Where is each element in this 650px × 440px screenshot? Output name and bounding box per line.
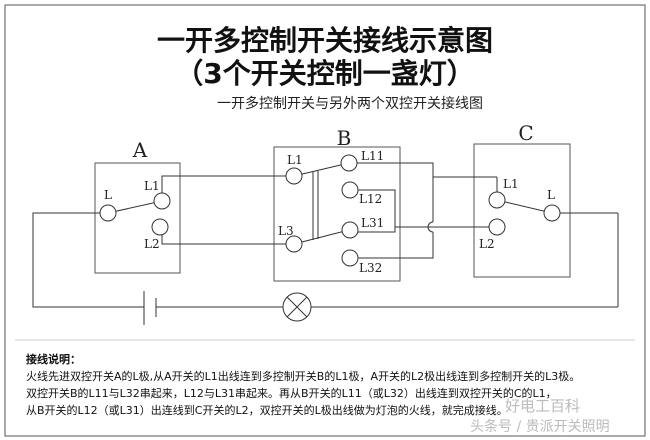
svg-text:L1: L1 [144,179,160,193]
caption: 一开多控制开关与另外两个双控开关接线图 [217,95,483,112]
title: 一开多控制开关接线示意图 [157,24,493,57]
notes-line: 从B开关的L12（或L31）出连线到C开关的L2，双控开关的L极出线做为灯泡的火… [26,404,508,417]
terminal-b-l31 [341,221,359,239]
switch-b: B L1 L3 L11 L12 L31 L32 [273,126,401,282]
watermark-author: 头条号 / 贵派开关照明 [470,419,610,435]
svg-text:L1: L1 [287,153,303,167]
terminal-b-l3 [285,235,303,253]
watermark-title: 好电工百科 [505,397,581,415]
wiring-notes: 接线说明： 火线先进双控开关A的L极,从A开关的L1出线连到多控制开关B的L1极… [26,351,626,419]
svg-text:L32: L32 [359,261,382,275]
terminal-b-l1 [285,167,303,185]
notes-heading: 接线说明： [26,353,81,366]
battery-icon [143,291,157,325]
switch-c: C L1 L2 L [473,121,571,278]
svg-text:L31: L31 [361,216,384,230]
switch-c-label: C [518,121,533,145]
terminal-c-l2 [488,218,506,236]
svg-text:L1: L1 [503,177,519,191]
outer-frame [4,4,646,437]
terminal-a-l2 [151,218,169,236]
svg-text:L: L [547,188,555,202]
terminal-c-l [543,204,561,222]
terminal-b-l12 [341,181,359,199]
svg-text:L2: L2 [144,237,160,251]
subtitle: （3个开关控制一盏灯） [175,57,474,90]
terminal-b-l11 [340,154,358,172]
terminal-b-l32 [341,249,359,267]
svg-text:L12: L12 [359,192,382,206]
wires [32,162,619,308]
svg-text:L11: L11 [361,149,384,163]
switch-a-label: A [132,138,148,162]
svg-text:L2: L2 [479,237,495,251]
switch-b-label: B [337,126,352,150]
switch-a: A L L1 L2 [94,138,181,274]
notes-line: 火线先进双控开关A的L极,从A开关的L1出线连到多控制开关B的L1极，A开关的L… [26,370,581,383]
lamp-icon [282,292,312,322]
terminal-c-l1 [488,191,506,209]
svg-text:L: L [104,188,112,202]
terminal-a-l [99,204,117,222]
svg-text:L3: L3 [278,224,294,238]
terminal-a-l1 [153,192,171,210]
notes-line: 双控开关B的L11与L32串起来，L12与L31串起来。再从B开关的L11（或L… [26,387,557,400]
switch-a-lever [107,200,163,214]
